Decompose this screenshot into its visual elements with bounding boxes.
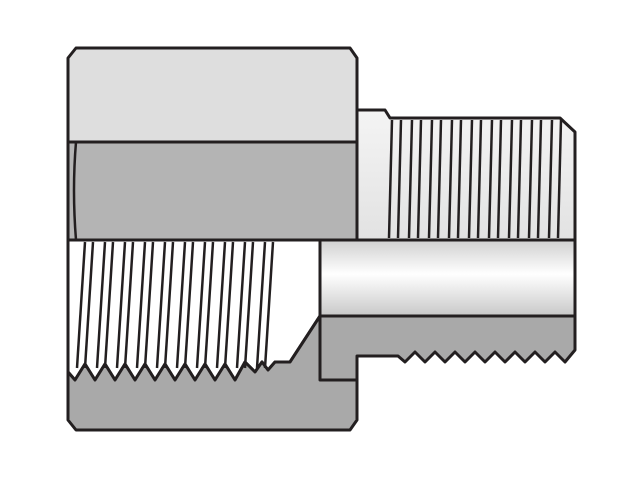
male-thread-crest bbox=[487, 119, 494, 239]
female-thread-crest bbox=[195, 241, 207, 369]
female-thread-crest bbox=[123, 241, 135, 369]
male-thread-crest bbox=[407, 119, 414, 239]
male-thread-crest bbox=[396, 119, 403, 239]
male-thread-lines bbox=[387, 119, 563, 239]
hex-bottom-section bbox=[66, 314, 359, 432]
female-thread-crest bbox=[243, 241, 255, 369]
male-thread-crest bbox=[416, 119, 423, 239]
female-thread-crest bbox=[255, 241, 267, 369]
male-thread-crest bbox=[476, 119, 483, 239]
male-thread-crest bbox=[507, 119, 514, 239]
female-thread-crest bbox=[215, 241, 227, 369]
female-thread-lines bbox=[75, 241, 275, 369]
male-lower-section bbox=[318, 314, 577, 382]
male-thread-crest bbox=[456, 119, 463, 239]
female-thread-crest bbox=[223, 241, 235, 369]
male-thread-crest bbox=[496, 119, 503, 239]
female-thread-crest bbox=[263, 241, 275, 369]
female-thread-crest bbox=[83, 241, 95, 369]
hex-middle-face bbox=[66, 140, 359, 242]
female-thread-crest bbox=[95, 241, 107, 369]
male-thread-crest bbox=[467, 119, 474, 239]
male-thread-crest bbox=[556, 119, 563, 239]
male-thread-crest bbox=[436, 119, 443, 239]
male-thread-crest bbox=[427, 119, 434, 239]
female-thread-crest bbox=[135, 241, 147, 369]
bore bbox=[318, 238, 577, 318]
female-thread-crest bbox=[155, 241, 167, 369]
female-thread-crest bbox=[115, 241, 127, 369]
female-thread-crest bbox=[235, 241, 247, 369]
male-thread-crest bbox=[447, 119, 454, 239]
female-thread-crest bbox=[75, 241, 87, 369]
female-thread-crest bbox=[183, 241, 195, 369]
female-thread-crest bbox=[203, 241, 215, 369]
male-thread-crest bbox=[536, 119, 543, 239]
female-thread-crest bbox=[175, 241, 187, 369]
female-thread-crest bbox=[103, 241, 115, 369]
male-thread-crest bbox=[387, 119, 394, 239]
hex-top-face bbox=[66, 46, 359, 144]
female-thread-crest bbox=[163, 241, 175, 369]
male-thread-crest bbox=[527, 119, 534, 239]
female-thread-crest bbox=[143, 241, 155, 369]
male-thread-crest bbox=[547, 119, 554, 239]
male-thread-crest bbox=[516, 119, 523, 239]
hex-chamfer-line bbox=[72, 141, 78, 241]
